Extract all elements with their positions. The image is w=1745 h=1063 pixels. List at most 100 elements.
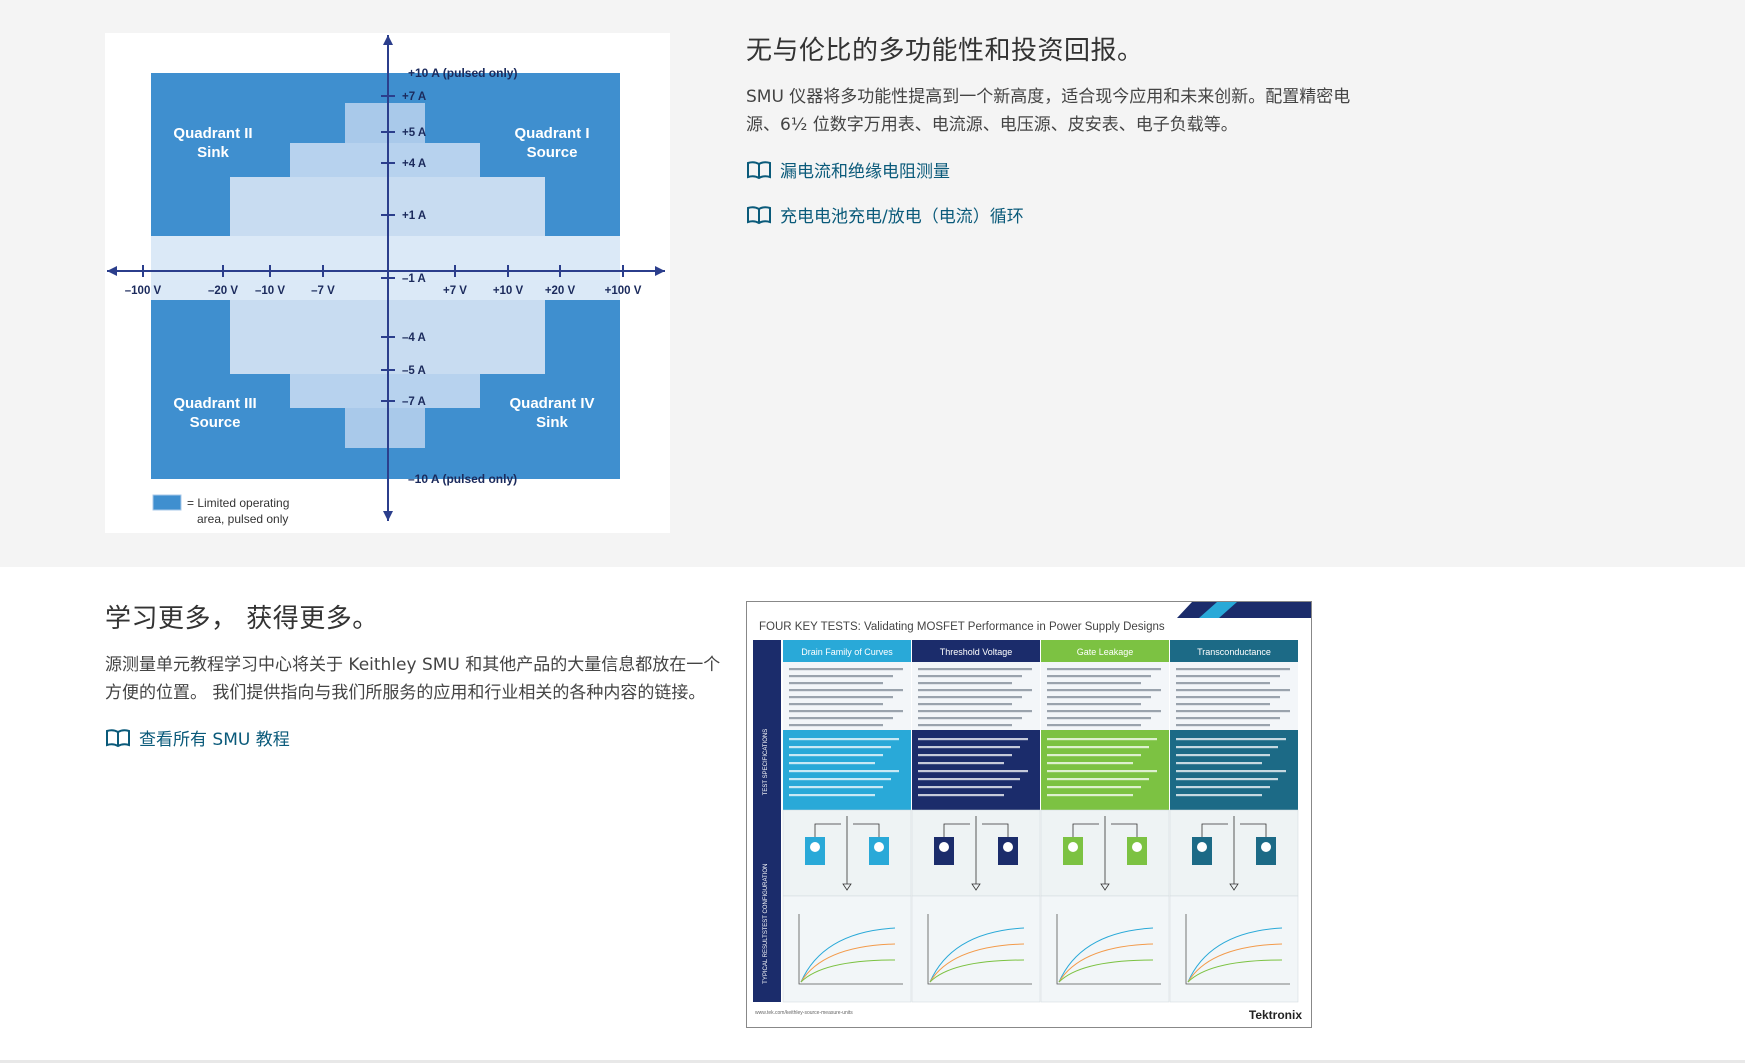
text-line xyxy=(918,762,1004,765)
link-all-smu-tutorials[interactable]: 查看所有 SMU 教程 xyxy=(105,725,725,750)
poster-column-header xyxy=(1041,640,1169,662)
current-tick-label: –4 A xyxy=(402,332,426,344)
text-line xyxy=(1047,786,1141,789)
quadrant-ii-role: Sink xyxy=(197,144,229,161)
voltage-tick-label: +7 V xyxy=(443,285,467,297)
text-line xyxy=(1176,710,1290,713)
row-label-specs: TEST SPECIFICATIONS xyxy=(763,729,769,795)
quadrant-iii-title: Quadrant III xyxy=(173,395,256,412)
text-line xyxy=(1047,717,1151,720)
section-body: 源测量单元教程学习中心将关于 Keithley SMU 和其他产品的大量信息都放… xyxy=(105,655,721,703)
mini-plot-curve xyxy=(1058,927,1154,983)
text-line xyxy=(918,703,1012,706)
text-line xyxy=(1047,770,1157,773)
text-line xyxy=(918,689,1032,692)
text-line xyxy=(789,675,893,678)
text-line xyxy=(789,770,899,773)
text-line xyxy=(918,770,1028,773)
link-battery-cycling[interactable]: 充电电池充电/放电（电流）循环 xyxy=(746,202,1366,227)
text-line xyxy=(1047,762,1133,765)
results-block xyxy=(1040,895,1170,1003)
row-label-results: TYPICAL RESULTS xyxy=(763,930,769,984)
mini-plot-axes xyxy=(1056,914,1161,985)
top-current-label: +10 A (pulsed only) xyxy=(408,66,517,80)
poster-column-title: Gate Leakage xyxy=(1077,647,1134,657)
poster-row-label-bar xyxy=(753,640,781,1002)
poster-column-header xyxy=(1170,640,1298,662)
link-label[interactable]: 漏电流和绝缘电阻测量 xyxy=(780,162,950,182)
ground-symbol xyxy=(842,883,852,891)
text-line xyxy=(1176,778,1278,781)
text-line xyxy=(1176,703,1270,706)
mini-plot-curve xyxy=(929,959,1025,983)
link-label[interactable]: 充电电池充电/放电（电流）循环 xyxy=(780,207,1024,227)
legend-line-2: area, pulsed only xyxy=(197,512,288,526)
current-tick-label: +7 A xyxy=(402,91,426,103)
current-tick-label: –5 A xyxy=(402,365,426,377)
link-leakage-current[interactable]: 漏电流和绝缘电阻测量 xyxy=(746,157,1366,182)
current-tick-label: –1 A xyxy=(402,273,426,285)
text-line xyxy=(918,746,1020,749)
text-line xyxy=(1176,754,1270,757)
source-symbol xyxy=(1003,842,1013,852)
text-line xyxy=(1176,675,1280,678)
mosfet-poster-image: FOUR KEY TESTS: Validating MOSFET Perfor… xyxy=(746,601,1312,1028)
voltage-tick-label: –20 V xyxy=(208,285,238,297)
bottom-divider xyxy=(0,1060,1745,1063)
text-line xyxy=(918,710,1032,713)
text-line xyxy=(789,794,875,797)
quadrant-i-role: Source xyxy=(527,144,578,161)
ground-symbol xyxy=(1229,883,1239,891)
section-title: 学习更多， 获得更多。 xyxy=(105,604,379,634)
text-line xyxy=(789,696,893,699)
text-line xyxy=(1176,668,1290,671)
feature-text: 无与伦比的多功能性和投资回报。 SMU 仪器将多功能性提高到一个新高度，适合现今… xyxy=(746,30,1366,227)
poster-title: FOUR KEY TESTS: Validating MOSFET Perfor… xyxy=(759,621,1165,633)
axis-arrow-right xyxy=(655,266,665,276)
quadrant-iv-role: Sink xyxy=(536,414,568,431)
voltage-tick-label: –7 V xyxy=(311,285,335,297)
section-title: 无与伦比的多功能性和投资回报。 xyxy=(746,36,1144,66)
text-line xyxy=(1047,754,1141,757)
link-label[interactable]: 查看所有 SMU 教程 xyxy=(139,730,290,750)
text-line xyxy=(1176,794,1262,797)
zone-1a xyxy=(151,236,620,300)
voltage-tick-label: +10 V xyxy=(493,285,524,297)
text-line xyxy=(1047,724,1141,727)
text-line xyxy=(918,668,1032,671)
legend-swatch xyxy=(152,494,182,511)
legend-line-1: = Limited operating xyxy=(187,496,289,510)
axis-arrow-left xyxy=(107,266,117,276)
voltage-tick-label: +100 V xyxy=(605,285,642,297)
text-line xyxy=(1047,778,1149,781)
text-line xyxy=(1176,682,1270,685)
source-symbol xyxy=(1132,842,1142,852)
feature-section: –100 V–20 V–10 V–7 V+7 V+10 V+20 V+100 V… xyxy=(0,0,1745,567)
poster-corner-stripe xyxy=(1177,602,1311,618)
mini-plot-curve xyxy=(1058,943,1154,983)
current-tick-label: –7 A xyxy=(402,396,426,408)
text-line xyxy=(1176,770,1286,773)
text-line xyxy=(1176,689,1290,692)
tektronix-logo: Tektronix xyxy=(1249,1008,1302,1022)
text-line xyxy=(1047,675,1151,678)
text-line xyxy=(789,668,903,671)
text-line xyxy=(918,754,1012,757)
text-line xyxy=(1047,738,1157,741)
source-symbol xyxy=(810,842,820,852)
text-line xyxy=(1176,724,1270,727)
mini-plot-curve xyxy=(929,927,1025,983)
book-icon xyxy=(746,205,772,225)
axis-arrow-down xyxy=(383,511,393,521)
poster-column-header xyxy=(783,640,911,662)
source-symbol xyxy=(1197,842,1207,852)
text-line xyxy=(1047,689,1161,692)
bottom-current-label: –10 A (pulsed only) xyxy=(408,472,517,486)
mini-plot-curve xyxy=(1058,959,1154,983)
text-line xyxy=(789,724,883,727)
mini-plot-curve xyxy=(929,943,1025,983)
text-line xyxy=(789,762,875,765)
text-line xyxy=(1047,668,1161,671)
text-line xyxy=(918,675,1022,678)
mini-plot-axes xyxy=(798,914,903,985)
